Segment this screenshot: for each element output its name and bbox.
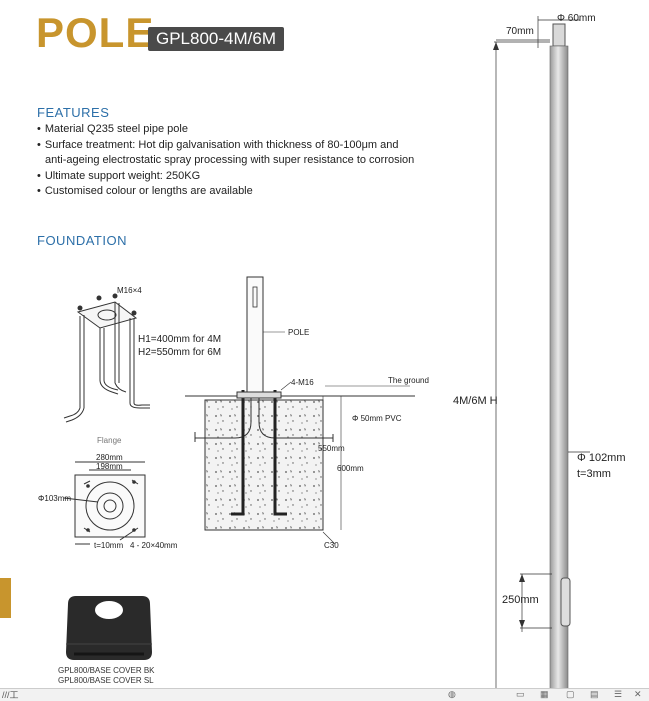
cover-caption-sl: GPL800/BASE COVER SL xyxy=(58,676,154,685)
globe-icon[interactable]: ◍ xyxy=(448,689,456,699)
flange-label: Flange xyxy=(97,436,122,445)
menu-icon[interactable]: ☰ xyxy=(614,689,623,699)
concrete-label: C30 xyxy=(324,541,339,550)
cover-caption: GPL800/BASE COVER BK GPL800/BASE COVER S… xyxy=(58,666,155,686)
bolt-label: 4-M16 xyxy=(291,378,314,387)
dim-550: 550mm xyxy=(318,444,345,453)
features-heading: FEATURES xyxy=(37,105,110,120)
foundation-section-drawing xyxy=(185,276,415,545)
square-icon[interactable]: ▢ xyxy=(566,689,575,699)
anchor-bolt-cage-drawing xyxy=(63,293,150,423)
pole-top-length: 70mm xyxy=(506,26,534,37)
feature-item-continuation: anti-ageing electrostatic spray processi… xyxy=(45,154,415,166)
h1-label: H1=400mm for 4M xyxy=(138,334,222,345)
feature-item: Surface treatment: Hot dip galvanisation… xyxy=(37,138,457,154)
base-cover-image xyxy=(66,596,152,660)
close-icon[interactable]: ✕ xyxy=(634,689,642,699)
dim-198: 198mm xyxy=(96,462,123,471)
cover-caption-bk: GPL800/BASE COVER BK xyxy=(58,666,155,675)
dim-600: 600mm xyxy=(337,464,364,473)
side-tab[interactable] xyxy=(0,578,11,618)
ground-label: The ground xyxy=(388,376,429,385)
pole-elevation-drawing xyxy=(493,16,590,688)
feature-item: Customised colour or lengths are availab… xyxy=(37,184,457,200)
dim-103: Φ103mm xyxy=(38,494,72,503)
page-title: POLE xyxy=(36,9,155,56)
model-badge: GPL800-4M/6M xyxy=(148,27,284,51)
pole-door-length: 250mm xyxy=(502,594,539,606)
features-list: Material Q235 steel pipe pole Surface tr… xyxy=(37,122,457,200)
panel-icon[interactable]: ▤ xyxy=(590,689,599,699)
grid-icon[interactable]: ▦ xyxy=(540,689,549,699)
dim-t10: t=10mm xyxy=(94,541,124,550)
bolts-label: M16×4 xyxy=(117,286,142,295)
dim-280: 280mm xyxy=(96,453,123,462)
window-icon[interactable]: ▭ xyxy=(516,689,525,699)
feature-item: Ultimate support weight: 250KG xyxy=(37,169,457,185)
pvc-label: Φ 50mm PVC xyxy=(352,414,402,423)
bottom-toolbar xyxy=(0,688,649,701)
pole-top-diameter: Φ 60mm xyxy=(557,13,596,24)
pole-height: 4M/6M H xyxy=(453,395,498,407)
pole-label: POLE xyxy=(288,328,310,337)
pole-thickness: t=3mm xyxy=(577,468,611,480)
flange-plan-drawing xyxy=(63,461,146,545)
bottom-toolbar-text: ///工 xyxy=(2,690,19,700)
foundation-heading: FOUNDATION xyxy=(37,233,127,248)
feature-item: Material Q235 steel pipe pole xyxy=(37,122,457,138)
pole-body-diameter: Φ 102mm xyxy=(577,452,626,464)
h2-label: H2=550mm for 6M xyxy=(138,347,222,358)
dim-slots: 4 - 20×40mm xyxy=(130,541,178,550)
